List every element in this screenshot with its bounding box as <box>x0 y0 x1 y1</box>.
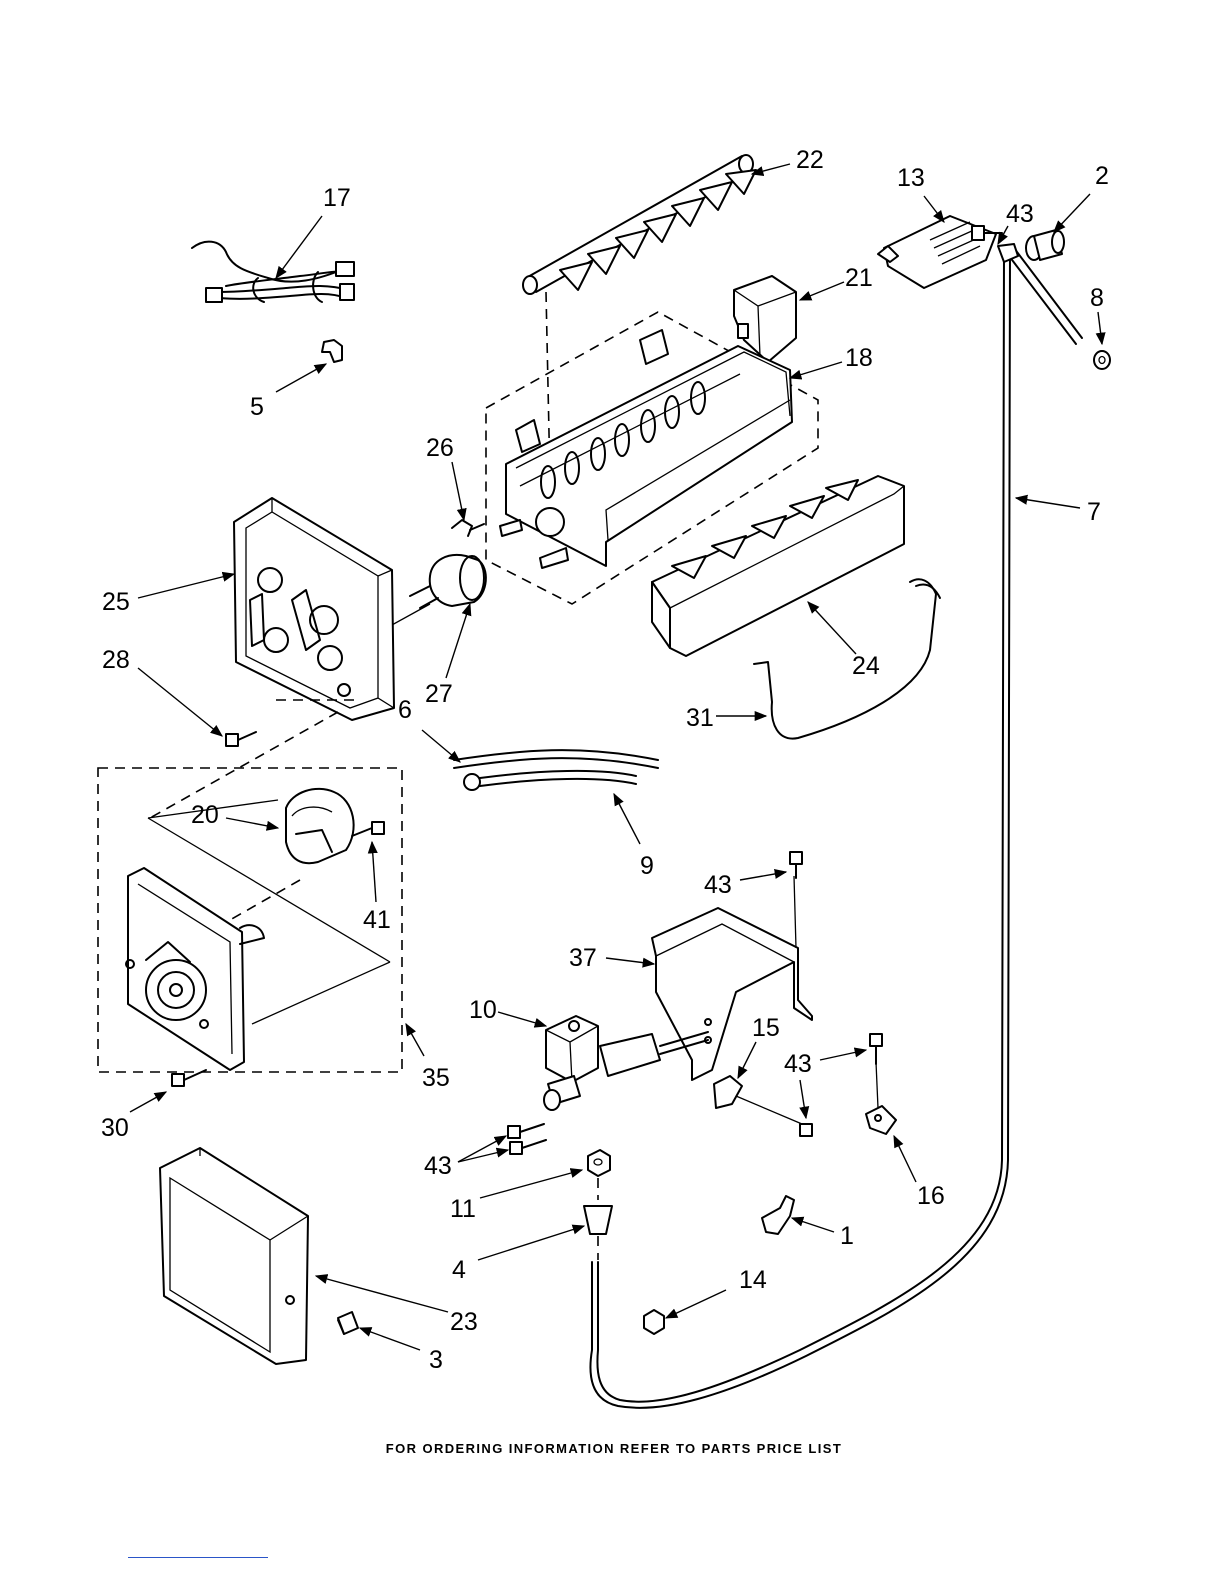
callout-43-valve: 43 <box>424 1152 452 1180</box>
callout-27: 27 <box>425 680 453 708</box>
ordering-info-footer: FOR ORDERING INFORMATION REFER TO PARTS … <box>386 1441 842 1456</box>
callout-35: 35 <box>422 1064 450 1092</box>
nut-part-14 <box>644 1310 664 1334</box>
ejector-part <box>523 155 756 294</box>
callout-5: 5 <box>250 393 264 421</box>
clamp-part-16 <box>866 1106 896 1134</box>
screw-part-41 <box>352 822 384 836</box>
screw-part-43-clamp <box>800 1124 812 1136</box>
nut-part-11 <box>588 1150 610 1176</box>
callout-10: 10 <box>469 996 497 1024</box>
callout-43-top: 43 <box>1006 200 1034 228</box>
callout-11: 11 <box>450 1195 476 1223</box>
callout-21: 20 <box>191 801 219 829</box>
screw-part-43-16 <box>870 1034 882 1064</box>
callout-14: 14 <box>739 1266 767 1294</box>
tubes-part <box>454 750 658 790</box>
callout-17: 17 <box>323 184 351 212</box>
callout-15: 15 <box>752 1014 780 1042</box>
callout-23: 22 <box>796 146 824 174</box>
callout-26: 26 <box>426 434 454 462</box>
screw-part-28 <box>226 732 256 746</box>
bottom-rule <box>128 1557 268 1558</box>
leader-lines <box>130 164 1102 1350</box>
drive-motor-part <box>286 789 354 863</box>
wire-harness-part <box>192 242 354 302</box>
callout-24: 24 <box>852 652 880 680</box>
callout-28: 28 <box>102 646 130 674</box>
callout-2: 2 <box>1095 162 1109 190</box>
front-cover-part <box>160 1148 308 1364</box>
callout-8: 8 <box>1090 284 1104 312</box>
callout-43-bracket: 43 <box>704 871 732 899</box>
washer-part <box>1094 351 1110 369</box>
elbow-part-1 <box>762 1196 794 1234</box>
callout-16: 16 <box>917 1182 945 1210</box>
motor-part <box>410 555 486 608</box>
callout-7: 7 <box>1087 498 1101 526</box>
screw-parts-43-valve <box>508 1124 546 1154</box>
callout-25: 25 <box>102 588 130 616</box>
plug-part <box>338 1312 358 1334</box>
callout-37: 37 <box>569 944 597 972</box>
callout-18: 23 <box>450 1308 478 1336</box>
clamp-part-15 <box>714 1076 742 1108</box>
callout-3: 3 <box>429 1346 443 1374</box>
control-housing-part <box>234 498 394 720</box>
stripper-part <box>652 476 904 656</box>
callout-30: 30 <box>101 1114 129 1142</box>
callout-31: 31 <box>686 704 714 732</box>
callout-43-clamp: 43 <box>784 1050 812 1078</box>
callout-9: 9 <box>640 852 654 880</box>
callout-1: 1 <box>840 1222 854 1250</box>
shutoff-clip-part <box>452 520 484 536</box>
motor-assembly-part <box>126 868 264 1070</box>
clip-part <box>322 340 342 362</box>
fill-cup-fitting-part <box>1026 230 1064 260</box>
screw-part-43-bracket <box>790 852 802 878</box>
callout-6: 6 <box>398 696 412 724</box>
callout-4: 4 <box>452 1256 466 1284</box>
callout-20: 18 <box>845 344 873 372</box>
sleeve-part-4 <box>584 1206 612 1260</box>
ice-mold-part <box>500 330 792 568</box>
callout-41: 41 <box>363 906 391 934</box>
callout-22: 21 <box>845 264 873 292</box>
callout-13: 13 <box>897 164 925 192</box>
